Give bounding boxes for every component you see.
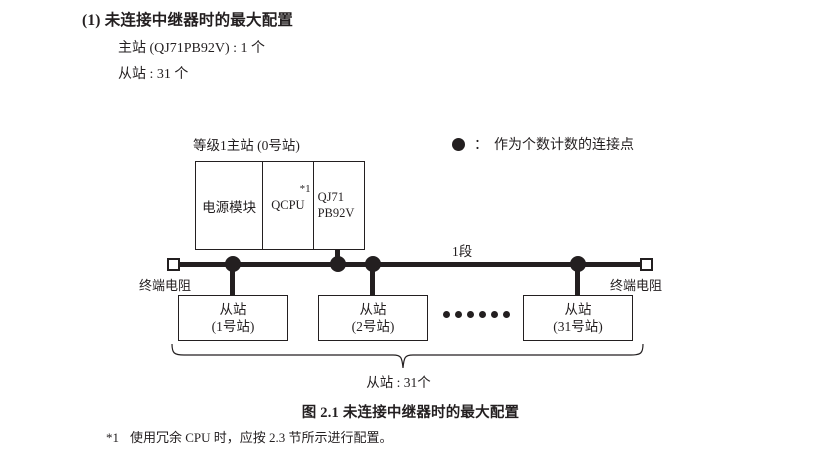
master-station-label: 等级1主站 (0号站)	[193, 138, 300, 153]
section-heading: (1)未连接中继器时的最大配置	[82, 8, 293, 30]
footnote-text: 使用冗余 CPU 时，应按 2.3 节所示进行配置。	[130, 430, 393, 445]
legend-label: 作为个数计数的连接点	[494, 138, 634, 153]
ellipsis-dots	[443, 311, 510, 318]
ellipsis-dot	[503, 311, 510, 318]
slave-station-box-2: 从站 (2号站)	[318, 295, 428, 341]
connection-point-dot-icon	[452, 137, 465, 151]
legend-colon: ：	[474, 138, 488, 153]
slave-31-title: 从站	[564, 301, 592, 317]
connection-point-master	[330, 256, 346, 272]
slave-group-label: 从站 : 31个	[0, 371, 811, 391]
figure-footnote: *1 使用冗余 CPU 时，应按 2.3 节所示进行配置。	[106, 427, 393, 446]
network-module-label-line1: QJ71	[317, 190, 344, 205]
slave-31-station: (31号站)	[553, 319, 603, 334]
footnote-marker: *1	[106, 430, 119, 445]
spec-slave-count: 从站 : 31 个	[118, 67, 189, 82]
cpu-label: QCPU	[271, 198, 305, 212]
segment-label: 1段	[452, 244, 473, 259]
slave-1-title: 从站	[219, 301, 247, 317]
legend: ： 作为个数计数的连接点	[452, 134, 634, 154]
brace-svg	[171, 343, 644, 369]
rack-cell-network-module: QJ71 PB92V	[312, 162, 364, 249]
bus-trunk-line	[178, 262, 642, 267]
section-number: (1)	[82, 12, 101, 29]
slave-station-box-31: 从站 (31号站)	[523, 295, 633, 341]
drop-line-slave-31	[575, 264, 580, 296]
section-title: 未连接中继器时的最大配置	[104, 12, 294, 29]
ellipsis-dot	[479, 311, 486, 318]
ellipsis-dot	[443, 311, 450, 318]
rack-cell-cpu: QCPU *1	[262, 162, 312, 249]
cpu-footnote-marker: *1	[299, 183, 311, 195]
spec-master-count: 主站 (QJ71PB92V) : 1 个	[118, 41, 266, 56]
slave-2-station: (2号站)	[351, 319, 395, 334]
rack-cell-power-module: 电源模块	[196, 162, 262, 249]
slave-2-title: 从站	[359, 301, 387, 317]
figure-caption: 图 2.1 未连接中继器时的最大配置	[301, 405, 520, 421]
ellipsis-dot	[467, 311, 474, 318]
slave-group-label-text: 从站 : 31个	[366, 375, 431, 390]
terminator-left-label: 终端电阻	[139, 278, 192, 293]
ellipsis-dot	[455, 311, 462, 318]
drop-line-slave-1	[230, 264, 235, 296]
drop-line-slave-2	[370, 264, 375, 296]
slave-station-box-1: 从站 (1号站)	[178, 295, 288, 341]
slave-1-station: (1号站)	[211, 319, 255, 334]
power-module-label: 电源模块	[202, 199, 257, 215]
terminator-right-label: 终端电阻	[610, 278, 663, 293]
network-module-label-line2: PB92V	[317, 205, 355, 220]
ellipsis-dot	[491, 311, 498, 318]
slave-group-brace	[170, 343, 645, 370]
master-rack: 电源模块 QCPU *1 QJ71 PB92V	[195, 161, 365, 250]
